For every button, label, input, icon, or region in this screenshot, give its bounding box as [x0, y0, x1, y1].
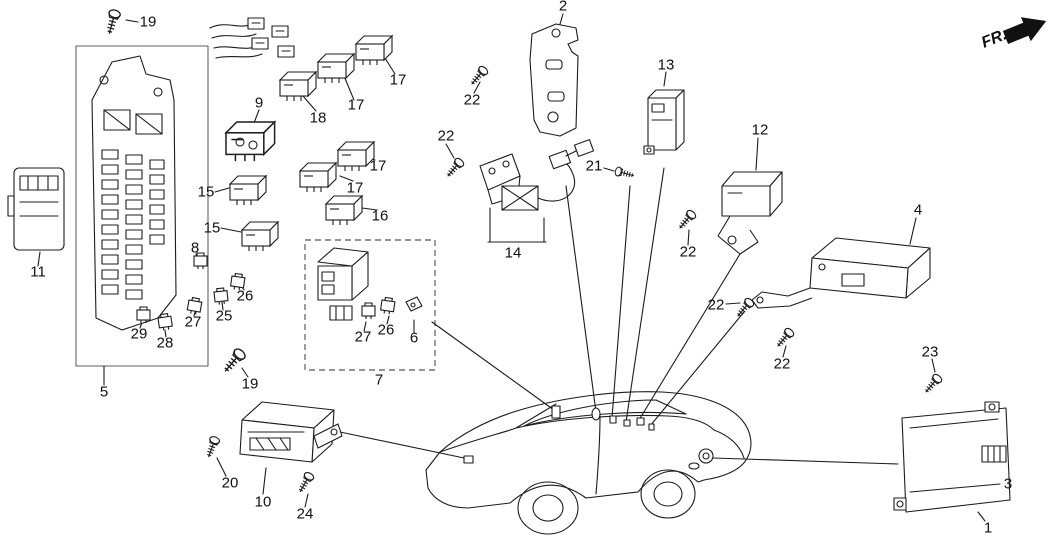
part-number-label: 24 [296, 505, 314, 523]
part-number-label: 15 [203, 219, 221, 237]
part-number-label: 17 [347, 96, 365, 114]
fusebox-group-boundary [75, 45, 209, 367]
part-number-label: 9 [254, 94, 264, 112]
part-number-label: 22 [679, 243, 697, 261]
car-drawing [425, 391, 752, 535]
part-number-label: 16 [371, 207, 389, 225]
part-number-label: 27 [354, 328, 372, 346]
mounted-unit-spots [463, 405, 714, 470]
part-number-label: 18 [309, 109, 327, 127]
relay-9-drawing [225, 121, 276, 162]
part-number-label: 4 [913, 201, 923, 219]
control-unit-1-drawing [893, 401, 1011, 513]
fr-arrow-icon [1002, 17, 1047, 44]
part-number-label: 17 [389, 71, 407, 89]
part-number-label: 26 [236, 287, 254, 305]
part-number-label: 5 [99, 383, 109, 401]
control-unit-11-drawing [7, 167, 65, 251]
part-number-label: 12 [751, 121, 769, 139]
part-number-label: 22 [437, 127, 455, 145]
fusebox-drawing [91, 55, 177, 331]
part-number-label: 11 [30, 263, 46, 281]
part-number-label: 25 [215, 307, 233, 325]
part-number-label: 13 [657, 56, 675, 74]
wire-harness-drawing [209, 17, 295, 59]
part-number-label: 17 [369, 157, 387, 175]
part-number-label: 2 [558, 0, 568, 15]
part-number-label: 23 [921, 343, 939, 361]
part-number-label: 17 [346, 179, 364, 197]
sensor-assy-14-drawing [479, 139, 595, 211]
relay-group-7-boundary [304, 239, 436, 371]
part-number-label: 22 [773, 355, 791, 373]
part-number-label: 15 [197, 183, 215, 201]
part-number-label: 6 [409, 329, 419, 347]
part-number-label: 3 [1003, 475, 1013, 493]
part-number-label: 27 [184, 313, 202, 331]
control-unit-13-drawing [643, 89, 685, 155]
part-number-label: 22 [463, 91, 481, 109]
part-number-label: 19 [139, 13, 157, 31]
relay-assy-7-drawing [317, 247, 423, 321]
relay-12-drawing [717, 171, 783, 255]
part-number-label: 21 [585, 157, 603, 175]
part-number-label: 1 [983, 519, 993, 537]
part-number-label: 20 [221, 474, 239, 492]
fuse-grid [101, 149, 165, 300]
part-number-label: 22 [707, 296, 725, 314]
control-unit-4-drawing [751, 237, 931, 309]
bracket-2-drawing [529, 23, 579, 137]
part-number-label: 29 [130, 325, 148, 343]
part-number-label: 14 [504, 244, 522, 262]
part-number-label: 7 [374, 371, 384, 389]
part-number-label: 8 [190, 239, 200, 257]
part-number-label: 28 [156, 334, 174, 352]
leader-lines [339, 167, 899, 465]
control-unit-10-drawing [239, 401, 343, 463]
part-number-label: 26 [377, 321, 395, 339]
part-number-label: 19 [241, 375, 259, 393]
part-number-label: 10 [254, 493, 272, 511]
